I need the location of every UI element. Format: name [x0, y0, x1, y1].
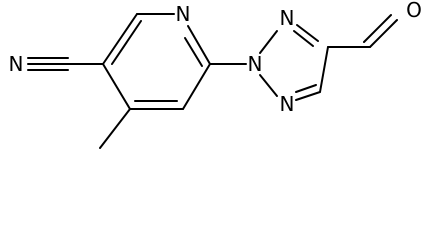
- methyl-bond: [99, 108, 131, 149]
- pyridine-nitrogen-label: N: [176, 2, 191, 26]
- pyridine-bond-n1-c6-inner: [184, 37, 203, 67]
- triazole-bond-n1-c4-inner: [293, 30, 314, 47]
- triazole-bond-n1-c4: [296, 24, 319, 42]
- pyridine-bond-c6-c5: [182, 63, 211, 110]
- triazole-bond-n3-n2: [259, 74, 278, 97]
- pyridine-bond-c3-c2: [102, 13, 138, 65]
- pyridine-bond-c4-c3: [102, 63, 131, 110]
- triazole-bond-c5-n3-inner: [295, 84, 317, 93]
- triazole-n3-label: N: [280, 92, 295, 116]
- pyridine-ring: [102, 13, 211, 110]
- nitrile-group: [27, 57, 104, 71]
- pyridine-bond-c3-c2-inner: [111, 20, 142, 65]
- triazole-n1-label: N: [280, 6, 295, 30]
- triazole-bond-c5-n3: [295, 91, 321, 101]
- aldehyde-oxygen-label: O: [406, 0, 422, 22]
- aldehyde-group: [327, 14, 398, 48]
- nitrile-nitrogen-label: N: [9, 52, 24, 76]
- aldehyde-co-bond-b: [363, 14, 392, 43]
- triazole-bond-n2-n1: [259, 30, 278, 54]
- chemical-structure-diagram: N N N N N O: [9, 0, 422, 149]
- triazole-ring: [259, 24, 329, 101]
- aldehyde-co-bond-a: [369, 19, 398, 48]
- triazole-bond-c4-c5: [319, 46, 329, 93]
- triazole-n2-label: N: [248, 52, 263, 76]
- pyridine-bond-n1-c6: [187, 25, 211, 65]
